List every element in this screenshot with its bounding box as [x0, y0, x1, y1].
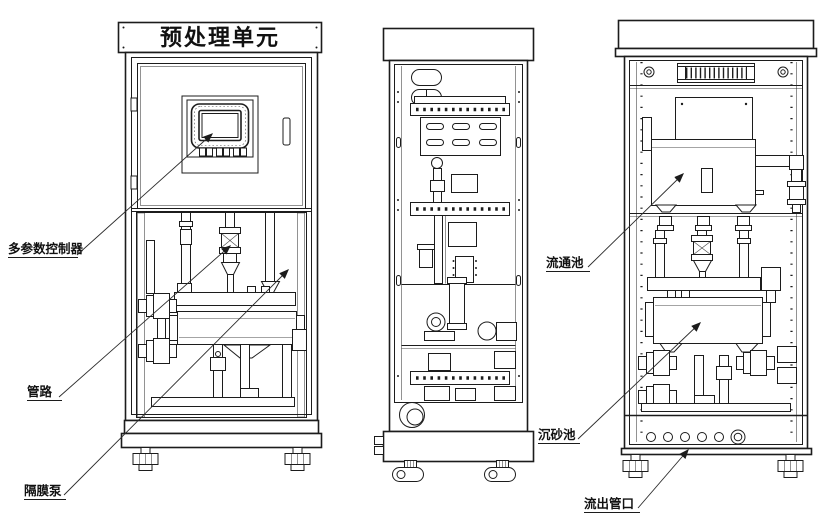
right-piping-assembly — [647, 230, 781, 303]
outlet-ports-panel — [625, 414, 807, 445]
title-banner: 预处理单元 — [117, 21, 323, 54]
leader-line-controller — [76, 133, 214, 256]
callout-labels: 多参数控制器 管路 隔膜泵 流通池 沉砂池 流出管口 — [8, 133, 702, 513]
outlet-port-hole — [697, 432, 707, 442]
terminal-strip — [410, 202, 510, 216]
outlet-port-hole — [714, 432, 724, 442]
sensor-pipe — [430, 157, 478, 203]
middle-cabinet-base — [374, 430, 535, 482]
flow-cell-assembly — [630, 97, 806, 231]
cable-connector — [411, 69, 442, 86]
leveling-foot — [622, 454, 649, 478]
leveling-foot — [132, 447, 159, 471]
label-sand-tank: 沉砂池 — [538, 427, 576, 442]
door-handle[interactable] — [282, 117, 291, 146]
page-title: 预处理单元 — [160, 25, 280, 50]
inline-valve — [180, 229, 192, 245]
label-diaphragm-pump: 隔膜泵 — [24, 483, 62, 498]
rail-slot — [516, 137, 521, 148]
left-piping-assembly — [136, 212, 307, 418]
label-outlet-port: 流出管口 — [584, 496, 634, 511]
terminal-strip — [410, 96, 510, 116]
controller-display — [181, 95, 259, 174]
left-cabinet-front-view: 预处理单元 — [117, 21, 323, 471]
label-controller: 多参数控制器 — [8, 241, 84, 256]
terminal-strip — [410, 371, 510, 385]
leader-line-flow-cell — [587, 173, 684, 268]
right-cabinet-base — [620, 447, 813, 478]
outlet-port-hole — [663, 432, 673, 442]
outlet-port-hole — [646, 432, 656, 442]
vent-louvers — [420, 117, 501, 156]
leader-line-diaphragm-pump — [63, 269, 289, 496]
leveling-foot — [777, 454, 804, 478]
controller-screen — [198, 109, 242, 142]
left-cabinet-base — [120, 419, 323, 471]
sand-tank-box — [653, 297, 763, 344]
manifold-and-tank — [169, 286, 305, 359]
leader-line-outlet-port — [637, 448, 689, 509]
rail-slot — [396, 137, 401, 148]
right-lower-piping — [638, 346, 797, 412]
sand-tank-assembly — [645, 290, 771, 353]
leader-line-sand-tank — [577, 322, 702, 440]
leader-line-piping — [58, 245, 232, 398]
vent-grille — [677, 63, 755, 83]
label-flow-cell: 流通池 — [546, 255, 584, 270]
caster-wheel — [392, 460, 424, 482]
caster-wheel — [484, 460, 516, 482]
controller-buttons[interactable] — [199, 147, 247, 157]
middle-cabinet-side-view — [374, 27, 535, 482]
right-cabinet-rear-view — [614, 19, 818, 478]
base-side-connector — [374, 436, 384, 445]
outlet-port-hole — [680, 432, 690, 442]
door-hinge — [130, 97, 138, 112]
door-hinge — [130, 175, 138, 190]
rail-slot — [396, 275, 401, 286]
leveling-foot — [284, 447, 311, 471]
middle-internal-piping — [401, 215, 517, 371]
rail-slot — [516, 275, 521, 286]
cable-gland-port — [399, 402, 425, 428]
label-piping: 管路 — [27, 384, 53, 399]
